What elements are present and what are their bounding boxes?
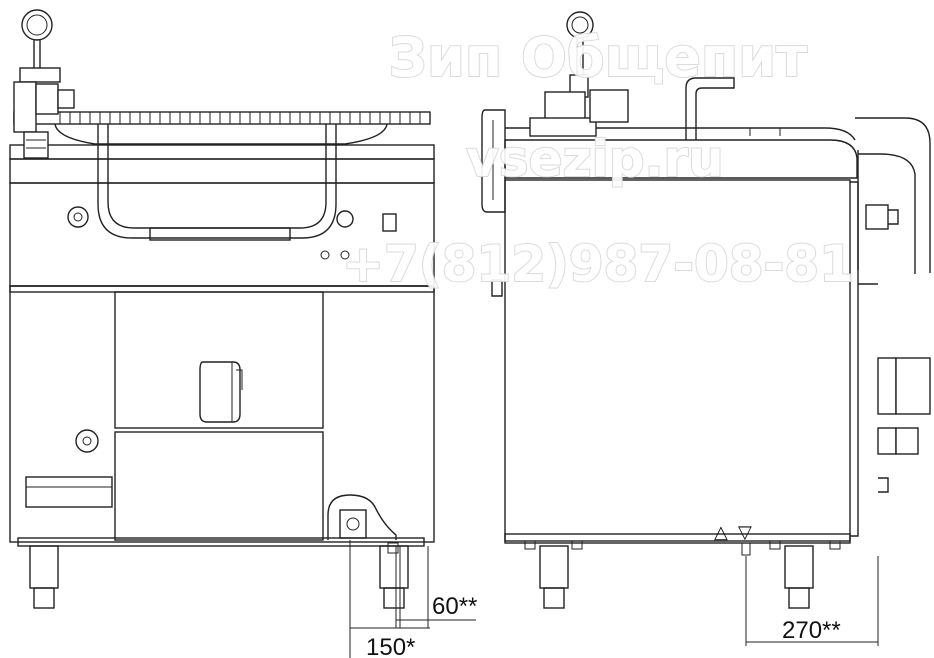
side-top-fittings: [529, 11, 781, 140]
front-lower-door: [114, 431, 324, 541]
side-main-body: [504, 179, 851, 542]
front-drain-knob: [75, 429, 99, 453]
up-triangle-symbol: △: [714, 522, 728, 542]
down-triangle-symbol: ▽: [738, 522, 752, 542]
front-switch: [382, 213, 397, 232]
front-upper-door: [114, 291, 324, 429]
front-view: [9, 9, 476, 658]
front-top-rim: [9, 111, 435, 184]
front-handle: [97, 124, 337, 239]
side-back-bracket: [481, 109, 506, 213]
front-pilot-light: [336, 210, 354, 228]
dimension-150: 150*: [366, 634, 415, 658]
front-gauge-assembly: [13, 9, 75, 159]
front-dimensions: [349, 540, 476, 658]
watermark-phone: +7(812)987-08-81: [342, 235, 854, 293]
watermark-site: vsezip.ru: [466, 130, 724, 188]
side-right-fittings: [865, 204, 931, 493]
front-left-knob: [67, 206, 89, 228]
dimension-270: 270**: [782, 617, 841, 644]
front-drawer-handle: [25, 476, 113, 508]
side-dimensions: [745, 556, 879, 646]
side-view: [481, 11, 931, 646]
side-pressure-gauge-icon: [566, 11, 594, 39]
side-feet: [524, 540, 841, 609]
front-drain-valve: [327, 494, 397, 540]
front-cabinet: [9, 285, 435, 543]
side-lid: [504, 139, 858, 179]
side-faucet: [685, 77, 735, 140]
front-pressure-gauge-icon: [21, 9, 53, 41]
watermark-brand: Зип Общепит: [389, 26, 808, 89]
dimension-60: 60**: [432, 593, 477, 620]
side-back-tube: [855, 117, 931, 273]
front-feet: [29, 542, 409, 609]
front-door-handle: [199, 361, 241, 423]
